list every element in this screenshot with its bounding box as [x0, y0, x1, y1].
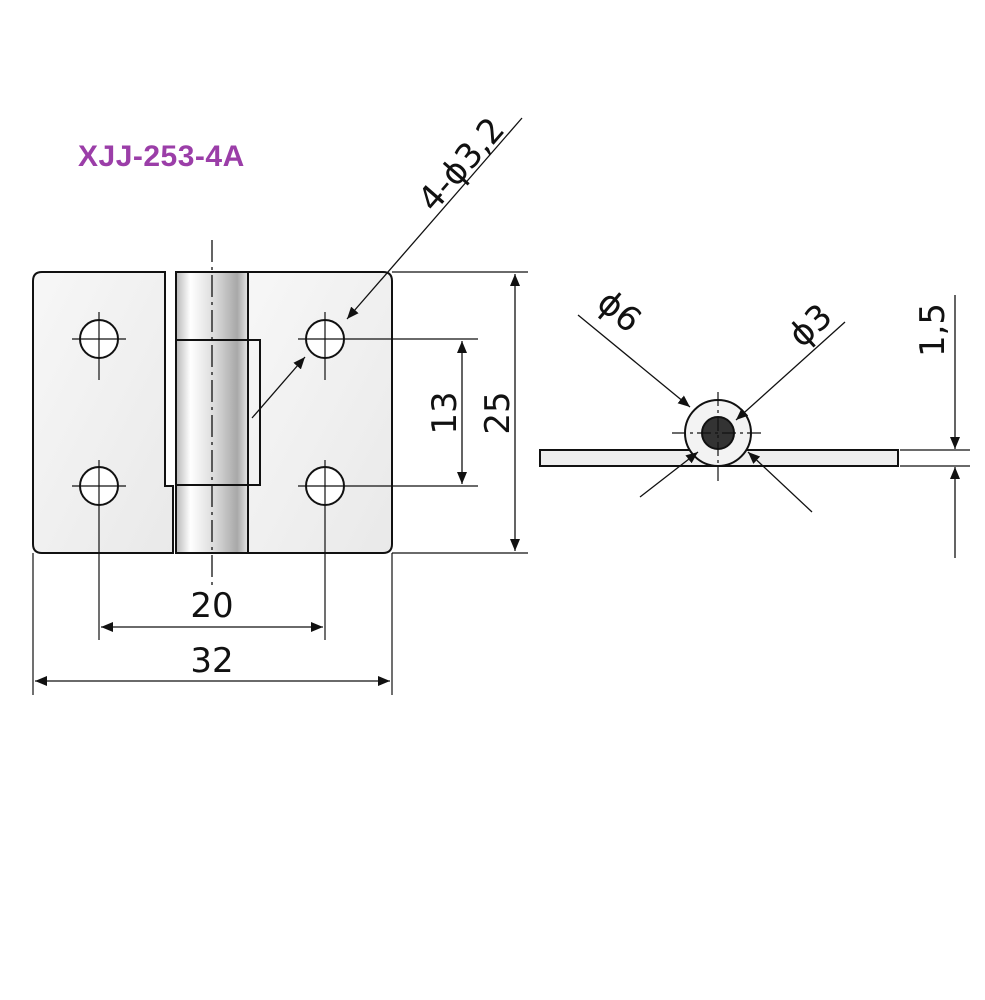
hole-leader-line	[346, 117, 523, 320]
front-view: 13 25 20 32 4-ϕ3,2	[32, 110, 528, 695]
dim-label-25: 25	[478, 391, 518, 434]
leader-phi3	[735, 321, 846, 421]
mounting-hole	[72, 460, 126, 640]
product-code-title: XJJ-253-4A	[78, 140, 245, 173]
dim-label-pin-diameter: ϕ3	[781, 296, 841, 355]
dim-label-13: 13	[425, 391, 465, 434]
leader-phi6	[577, 314, 691, 408]
mounting-hole	[298, 460, 478, 640]
dim-label-thickness: 1,5	[913, 303, 953, 357]
mounting-hole	[298, 312, 478, 380]
right-leaf	[247, 271, 393, 554]
dim-label-32: 32	[190, 641, 233, 681]
dim-label-20: 20	[190, 586, 233, 626]
left-leaf	[32, 271, 174, 554]
dim-label-holes: 4-ϕ3,2	[410, 110, 513, 220]
mounting-hole	[72, 312, 126, 380]
side-view: ϕ6 ϕ3 1,5	[539, 282, 970, 558]
